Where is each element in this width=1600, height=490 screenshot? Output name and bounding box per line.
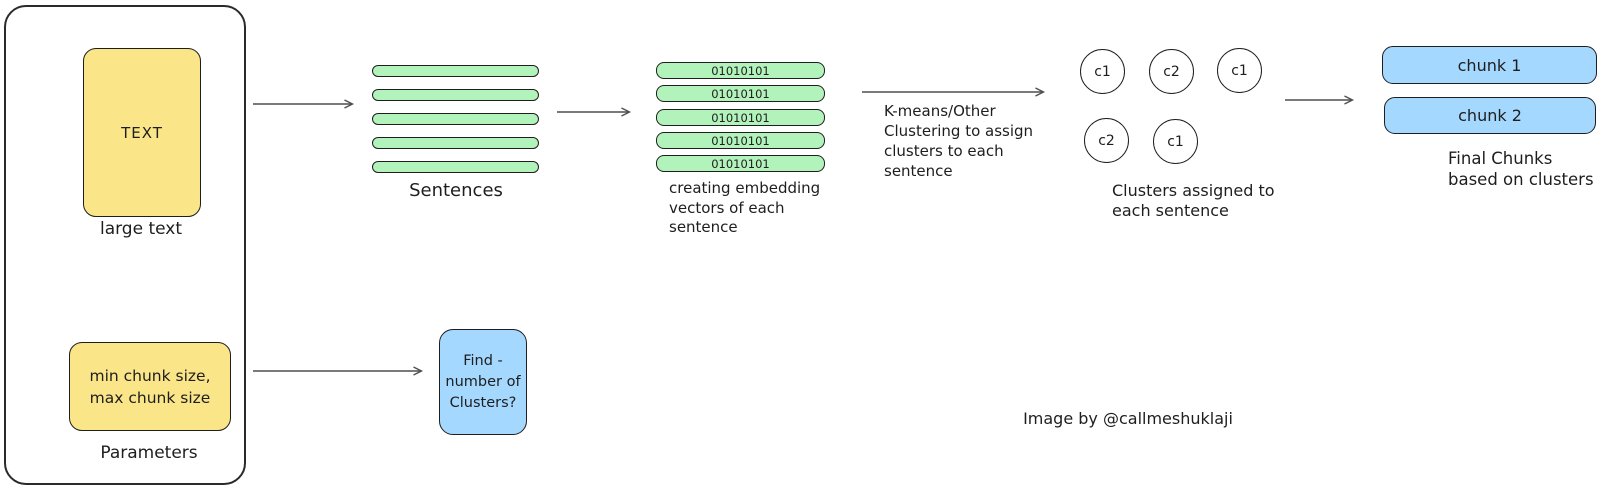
find-clusters-box-label: Find - number of Clusters? xyxy=(445,352,521,411)
parameters-box: min chunk size, max chunk size xyxy=(69,342,231,431)
sentence-bar xyxy=(372,89,539,101)
chunk-1-box: chunk 1 xyxy=(1382,46,1597,84)
clusters-caption: Clusters assigned to each sentence xyxy=(1112,181,1275,220)
cluster-label: c2 xyxy=(1163,63,1180,80)
large-text-caption: large text xyxy=(99,219,183,239)
vector-value: 01010101 xyxy=(711,86,770,101)
large-text-box: TEXT xyxy=(83,48,201,217)
cluster-label: c1 xyxy=(1094,63,1111,80)
input-panel: TEXT large text min chunk size, max chun… xyxy=(4,5,246,485)
cluster-circle: c2 xyxy=(1084,118,1129,163)
parameters-caption: Parameters xyxy=(100,443,198,463)
embedding-vector-bar: 01010101 xyxy=(656,109,825,126)
embedding-vector-bar: 01010101 xyxy=(656,62,825,79)
attribution-text: Image by @callmeshuklaji xyxy=(1023,409,1233,428)
sentence-bar xyxy=(372,65,539,77)
find-clusters-box: Find - number of Clusters? xyxy=(439,329,527,435)
parameters-box-label: min chunk size, max chunk size xyxy=(89,366,211,407)
cluster-label: c2 xyxy=(1098,132,1115,149)
vector-value: 01010101 xyxy=(711,63,770,78)
chunk-label: chunk 2 xyxy=(1458,106,1522,125)
cluster-circle: c1 xyxy=(1153,119,1198,164)
embedding-vector-bar: 01010101 xyxy=(656,85,825,102)
sentence-bar xyxy=(372,113,539,125)
cluster-circle: c1 xyxy=(1080,49,1125,94)
cluster-label: c1 xyxy=(1167,133,1184,150)
vector-value: 01010101 xyxy=(711,133,770,148)
sentences-caption: Sentences xyxy=(409,180,503,201)
chunk-label: chunk 1 xyxy=(1457,55,1522,75)
final-chunks-caption: Final Chunks based on clusters xyxy=(1448,149,1594,189)
sentence-bar xyxy=(372,137,539,149)
cluster-circle: c2 xyxy=(1149,49,1194,94)
cluster-circle: c1 xyxy=(1217,48,1262,93)
embedding-vector-bar: 01010101 xyxy=(656,155,825,172)
chunk-2-box: chunk 2 xyxy=(1384,97,1596,134)
large-text-box-label: TEXT xyxy=(121,123,163,142)
kmeans-arrow-label: K-means/Other Clustering to assign clust… xyxy=(884,102,1034,180)
vector-value: 01010101 xyxy=(711,110,770,125)
embedding-vector-bar: 01010101 xyxy=(656,132,825,149)
embeddings-caption: creating embedding vectors of each sente… xyxy=(669,179,821,236)
cluster-label: c1 xyxy=(1231,62,1248,79)
sentence-bar xyxy=(372,161,539,173)
vector-value: 01010101 xyxy=(711,156,770,171)
